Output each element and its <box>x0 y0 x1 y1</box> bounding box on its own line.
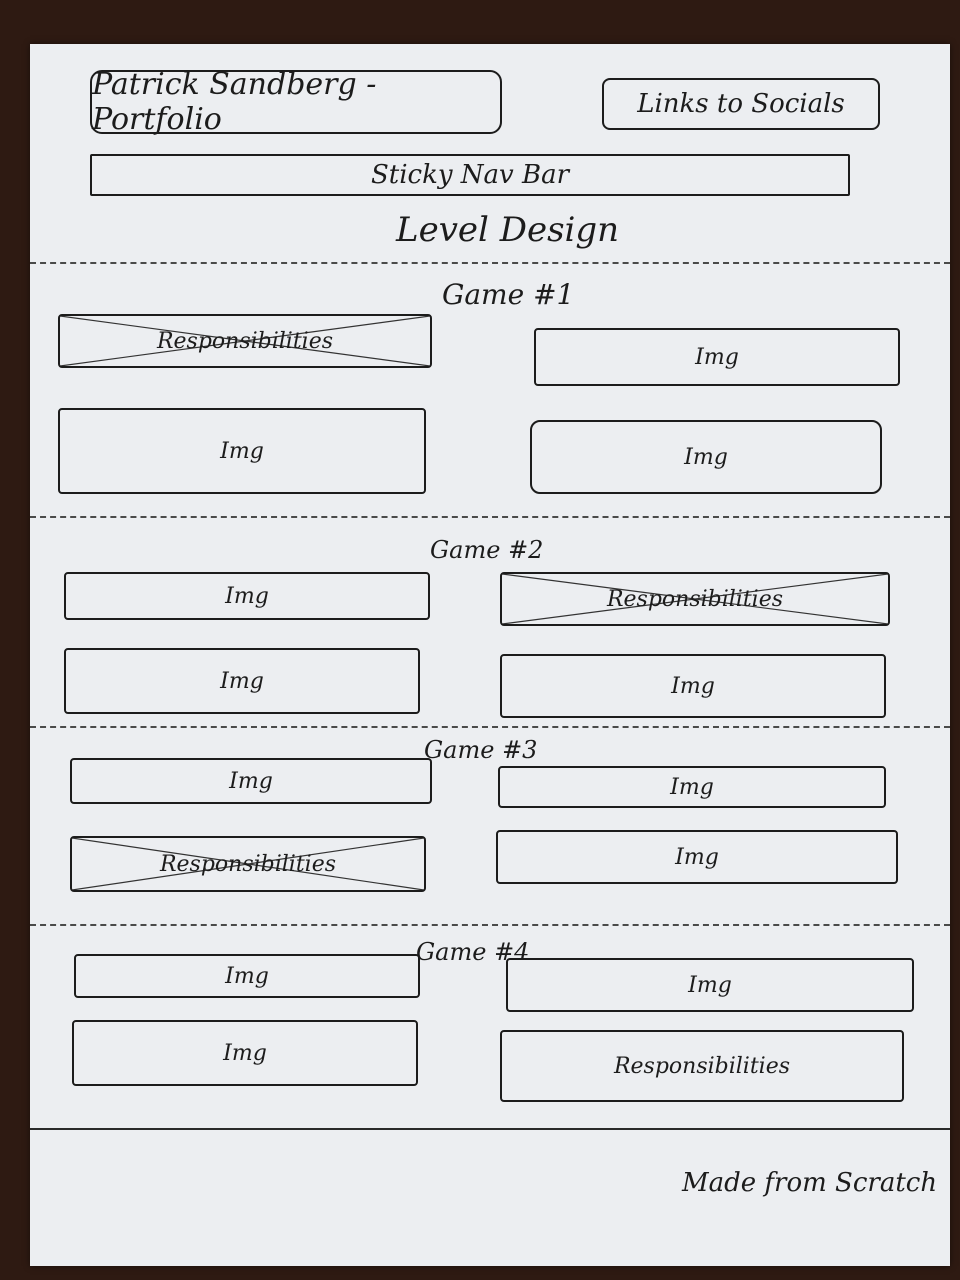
image-placeholder[interactable]: Img <box>498 766 886 808</box>
responsibilities-box[interactable]: Responsibilities <box>500 572 890 626</box>
paper-sheet: Patrick Sandberg - Portfolio Links to So… <box>30 44 950 1266</box>
image-label: Img <box>670 774 714 800</box>
section-divider <box>30 516 950 518</box>
footer-divider <box>30 1128 950 1130</box>
footer-credit: Made from Scratch <box>682 1168 938 1198</box>
image-label: Img <box>225 963 269 989</box>
responsibilities-box[interactable]: Responsibilities <box>500 1030 904 1102</box>
image-label: Img <box>675 844 719 870</box>
section-divider <box>30 262 950 264</box>
nav-label: Sticky Nav Bar <box>370 160 570 190</box>
image-label: Img <box>220 668 264 694</box>
portfolio-title: Patrick Sandberg - Portfolio <box>92 67 377 137</box>
image-label: Img <box>688 972 732 998</box>
game-label: Game #1 <box>442 278 575 311</box>
responsibilities-label: Responsibilities <box>606 586 784 612</box>
responsibilities-label: Responsibilities <box>156 328 334 354</box>
game-label: Game #2 <box>430 536 544 564</box>
image-placeholder[interactable]: Img <box>72 1020 418 1086</box>
portfolio-title-box[interactable]: Patrick Sandberg - Portfolio <box>90 67 502 137</box>
responsibilities-label: Responsibilities <box>159 851 337 877</box>
game-label: Game #3 <box>424 736 538 764</box>
image-label: Img <box>695 344 739 370</box>
image-placeholder[interactable]: Img <box>74 954 420 998</box>
section-divider <box>30 726 950 728</box>
game-label: Game #4 <box>416 938 530 966</box>
responsibilities-box[interactable]: Responsibilities <box>70 836 426 892</box>
image-placeholder[interactable]: Img <box>496 830 898 884</box>
image-placeholder[interactable]: Img <box>70 758 432 804</box>
image-placeholder[interactable]: Img <box>64 648 420 714</box>
responsibilities-box[interactable]: Responsibilities <box>58 314 432 368</box>
image-label: Img <box>223 1040 267 1066</box>
responsibilities-label: Responsibilities <box>613 1053 791 1079</box>
image-label: Img <box>220 438 264 464</box>
socials-links-box[interactable]: Links to Socials <box>602 78 880 130</box>
image-placeholder[interactable]: Img <box>500 654 886 718</box>
socials-label: Links to Socials <box>637 89 845 119</box>
image-placeholder[interactable]: Img <box>58 408 426 494</box>
image-placeholder[interactable]: Img <box>530 420 882 494</box>
section-divider <box>30 924 950 926</box>
image-placeholder[interactable]: Img <box>64 572 430 620</box>
image-label: Img <box>229 768 273 794</box>
image-label: Img <box>671 673 715 699</box>
image-placeholder[interactable]: Img <box>534 328 900 386</box>
sticky-nav-bar[interactable]: Sticky Nav Bar <box>90 154 850 196</box>
image-placeholder[interactable]: Img <box>506 958 914 1012</box>
section-title: Level Design <box>396 210 620 250</box>
image-label: Img <box>684 444 728 470</box>
image-label: Img <box>225 583 269 609</box>
